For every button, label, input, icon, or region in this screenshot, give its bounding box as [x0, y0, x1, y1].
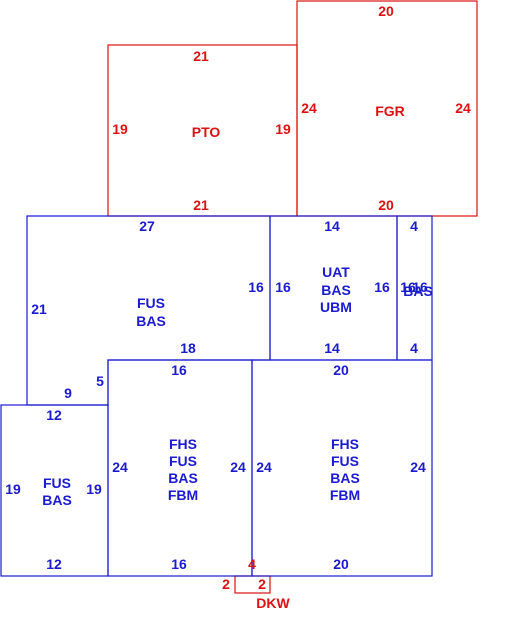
fhs-right-code-1: FHS: [331, 436, 359, 452]
fus-left-dim-right: 19: [86, 481, 102, 497]
pto-dim-right: 19: [275, 121, 291, 137]
fus-left-dim-bottom: 12: [46, 556, 62, 572]
uat-dim-bottom: 14: [324, 340, 340, 356]
pto-dim-top: 21: [193, 48, 209, 64]
bas-strip-dim-right: 16: [412, 279, 428, 295]
bas-strip-dim-top: 4: [410, 218, 418, 234]
dkw-dim-left: 2: [222, 576, 230, 592]
dkw-code: DKW: [256, 595, 290, 611]
fus-main-dim-top: 27: [139, 218, 155, 234]
fhs-center-code-3: BAS: [168, 470, 198, 486]
fus-main-dim-notch-v: 5: [96, 373, 104, 389]
fus-main-dim-notch-h: 9: [64, 385, 72, 401]
bas-strip-code: BAS: [403, 283, 433, 299]
fhs-right-code-3: BAS: [330, 470, 360, 486]
fhs-center-code-2: FUS: [169, 453, 197, 469]
bas-strip-dim-left: 16: [400, 279, 416, 295]
fhs-center-code-4: FBM: [168, 487, 198, 503]
dkw-dim-top: 4: [248, 556, 256, 572]
fhs-center-dim-bottom: 16: [171, 556, 187, 572]
fhs-right-dim-top: 20: [333, 362, 349, 378]
uat-code-3: UBM: [320, 299, 352, 315]
fus-left-dim-top: 12: [46, 407, 62, 423]
fgr-dim-left: 24: [301, 100, 317, 116]
fus-left-code-1: FUS: [43, 475, 71, 491]
fgr-dim-top: 20: [378, 3, 394, 19]
fhs-right-dim-bottom: 20: [333, 556, 349, 572]
fgr-code: FGR: [375, 103, 405, 119]
fus-main-dim-bottom: 18: [180, 340, 196, 356]
fus-main-dim-left: 21: [31, 301, 47, 317]
fus-main-code-1: FUS: [137, 295, 165, 311]
fhs-center-dim-left: 24: [112, 459, 128, 475]
fus-main-code-2: BAS: [136, 313, 166, 329]
pto-dim-bottom: 21: [193, 197, 209, 213]
uat-code-1: UAT: [322, 264, 350, 280]
uat-dim-left: 16: [275, 279, 291, 295]
bas-strip-dim-bottom: 4: [410, 340, 418, 356]
fhs-center-code-1: FHS: [169, 436, 197, 452]
fhs-center-dim-top: 16: [171, 362, 187, 378]
fus-main-dim-right: 16: [248, 279, 264, 295]
uat-code-2: BAS: [321, 282, 351, 298]
fus-left-code-2: BAS: [42, 492, 72, 508]
fus-left-dim-left: 19: [5, 481, 21, 497]
fhs-right-code-2: FUS: [331, 453, 359, 469]
area-fhs-right[interactable]: [251, 359, 433, 577]
fhs-right-dim-right: 24: [410, 459, 426, 475]
dkw-dim-right: 2: [258, 576, 266, 592]
fgr-dim-right: 24: [455, 100, 471, 116]
uat-dim-right: 16: [374, 279, 390, 295]
fhs-right-code-4: FBM: [330, 487, 360, 503]
fhs-center-dim-right: 24: [230, 459, 246, 475]
pto-code: PTO: [192, 124, 221, 140]
pto-dim-left: 19: [112, 121, 128, 137]
uat-dim-top: 14: [324, 218, 340, 234]
fgr-dim-bottom: 20: [378, 197, 394, 213]
fhs-right-dim-left: 24: [256, 459, 272, 475]
